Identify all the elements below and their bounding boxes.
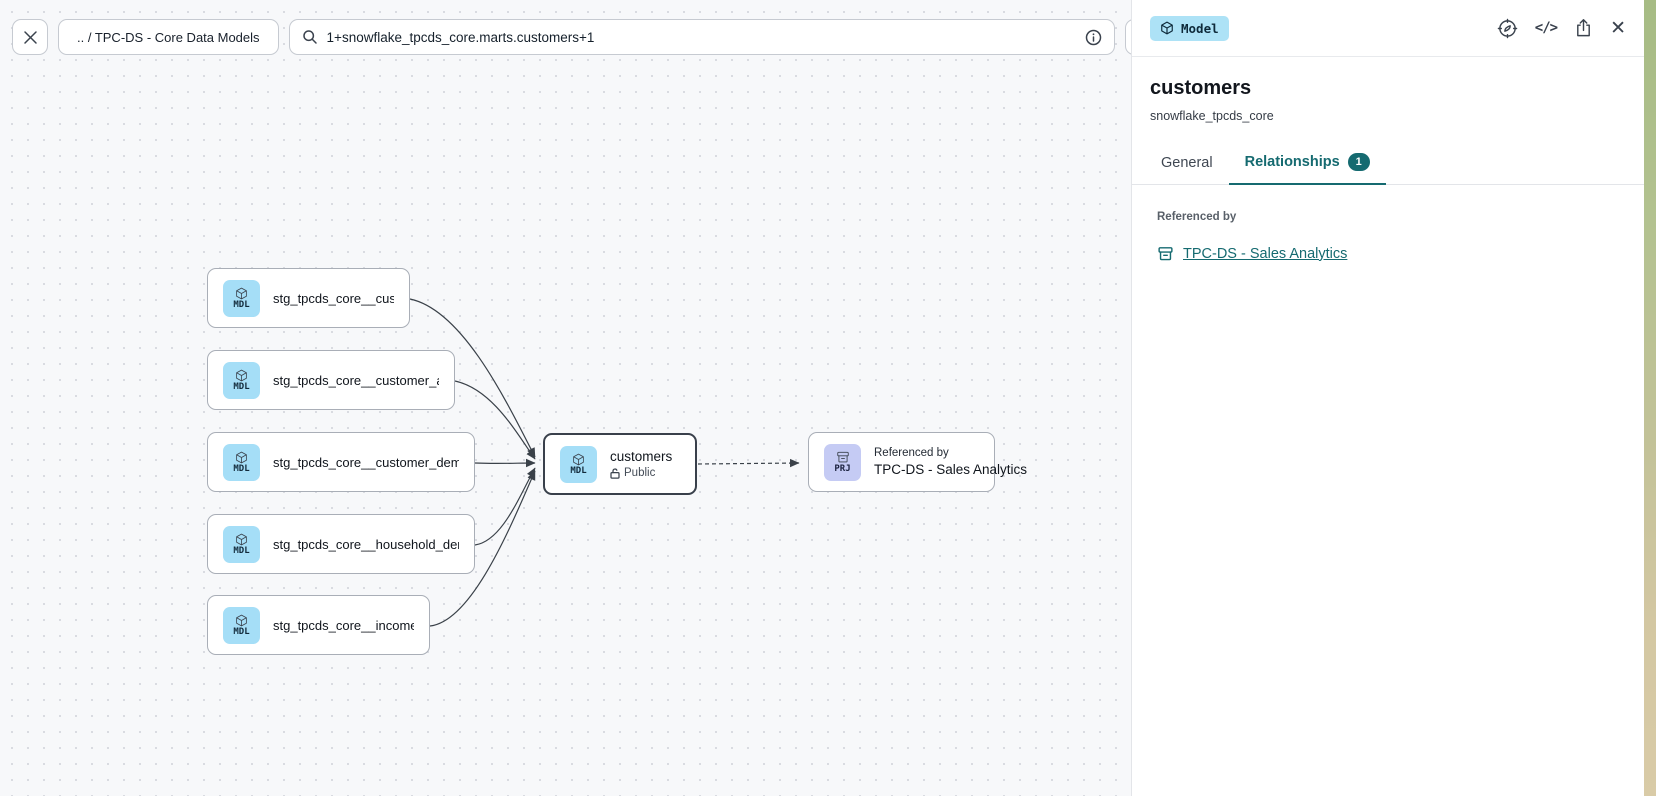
node-name: customers [610,449,673,464]
node-label: stg_tpcds_core__household_demogr… [273,536,459,552]
node-stg-tpcds-core-income-band[interactable]: MDL stg_tpcds_core__income_band [207,595,430,655]
node-customers-selected[interactable]: MDL customers Public [543,433,697,495]
node-name: TPC-DS - Sales Analytics [874,462,1028,477]
search-input[interactable] [326,29,1076,45]
compass-icon [1497,18,1518,38]
cube-icon [236,369,247,381]
lock-open-icon [610,467,620,479]
breadcrumb-label: .. / TPC-DS - Core Data Models [77,29,260,45]
cube-icon [1161,21,1173,35]
canvas-toolbar: .. / TPC-DS - Core Data Models [12,19,1161,55]
page-title: customers [1150,77,1252,99]
node-stg-tpcds-core-household-demographics[interactable]: MDL stg_tpcds_core__household_demogr… [207,514,475,574]
panel-actions: </> ✕ [1497,18,1626,39]
cube-icon [236,533,247,545]
model-icon: MDL [223,525,260,563]
reference-link-row: TPC-DS - Sales Analytics [1157,245,1626,262]
model-type-badge: Model [1150,15,1229,41]
archive-icon [836,451,849,463]
close-panel-button[interactable]: ✕ [1610,17,1626,39]
desktop-wallpaper-strip [1644,0,1656,796]
page-subtitle: snowflake_tpcds_core [1150,109,1274,123]
node-referenced-by-project[interactable]: PRJ Referenced by TPC-DS - Sales Analyti… [808,432,1027,492]
node-stg-tpcds-core-customer[interactable]: MDL stg_tpcds_core__customer [207,268,410,328]
panel-title-block: customers snowflake_tpcds_core [1132,57,1644,129]
tab-general[interactable]: General [1161,155,1213,172]
node-stg-tpcds-core-customer-address[interactable]: MDL stg_tpcds_core__customer_address [207,350,455,410]
project-icon: PRJ [824,443,861,481]
model-icon: MDL [223,443,260,481]
breadcrumb[interactable]: .. / TPC-DS - Core Data Models [58,19,279,55]
node-label: stg_tpcds_core__income_band [273,617,414,633]
node-stg-tpcds-core-customer-demographics[interactable]: MDL stg_tpcds_core__customer_demogra… [207,432,475,492]
referenced-by-section: Referenced by TPC-DS - Sales Analytics [1132,185,1644,262]
reference-project-link[interactable]: TPC-DS - Sales Analytics [1183,245,1348,262]
node-label: stg_tpcds_core__customer_demogra… [273,454,459,470]
panel-header: Model </> ✕ [1132,0,1644,57]
section-label: Referenced by [1157,211,1237,224]
focus-node-button[interactable] [1497,18,1518,39]
cube-icon [573,453,584,465]
close-icon [23,30,37,44]
view-code-button[interactable]: </> [1534,20,1558,36]
search-icon [302,30,317,44]
share-button[interactable] [1574,18,1593,38]
tab-relationships[interactable]: Relationships 1 [1228,143,1387,186]
model-icon: MDL [223,606,260,644]
lineage-edges [409,298,800,627]
detail-panel: Model </> ✕ customers snowflake_tpcds_c [1131,0,1644,796]
node-visibility: Public [610,467,672,479]
model-icon: MDL [223,279,260,317]
model-icon: MDL [560,445,597,483]
cube-icon [236,287,247,299]
archive-icon [1158,247,1173,261]
node-caption: Referenced by [874,447,949,459]
info-icon[interactable] [1085,29,1102,46]
relationships-count-badge: 1 [1347,153,1370,172]
cube-icon [236,614,247,626]
lineage-canvas[interactable]: .. / TPC-DS - Core Data Models MDL [0,0,1161,796]
close-lineage-button[interactable] [12,19,48,55]
cube-icon [236,451,247,463]
model-icon: MDL [223,361,260,399]
share-icon [1577,19,1590,37]
node-label: stg_tpcds_core__customer_address [273,372,439,388]
lineage-search [288,19,1115,55]
node-label: stg_tpcds_core__customer [273,290,394,306]
model-type-label: Model [1181,20,1219,36]
panel-tabs: General Relationships 1 [1132,143,1644,186]
